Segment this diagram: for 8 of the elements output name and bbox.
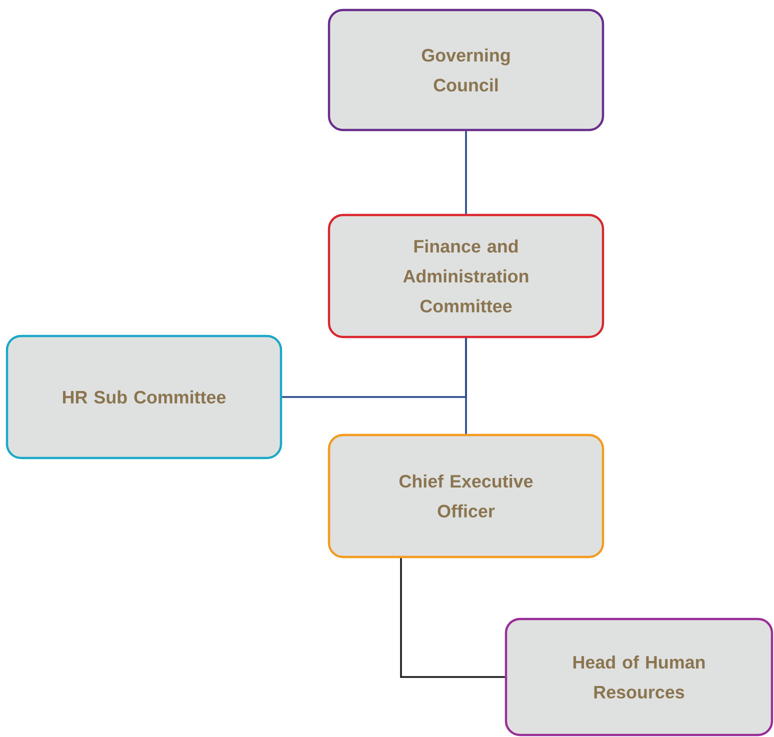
connector-line (465, 131, 467, 214)
org-box: Governing Council (328, 8, 604, 132)
org-box: Head of Human Resources (504, 618, 774, 736)
connector-line (400, 558, 505, 678)
org-box: Finance and Administration Committee (328, 214, 604, 338)
org-box: Chief Executive Officer (328, 434, 604, 558)
org-box: HR Sub Committee (6, 334, 282, 460)
connector-line (465, 338, 467, 434)
